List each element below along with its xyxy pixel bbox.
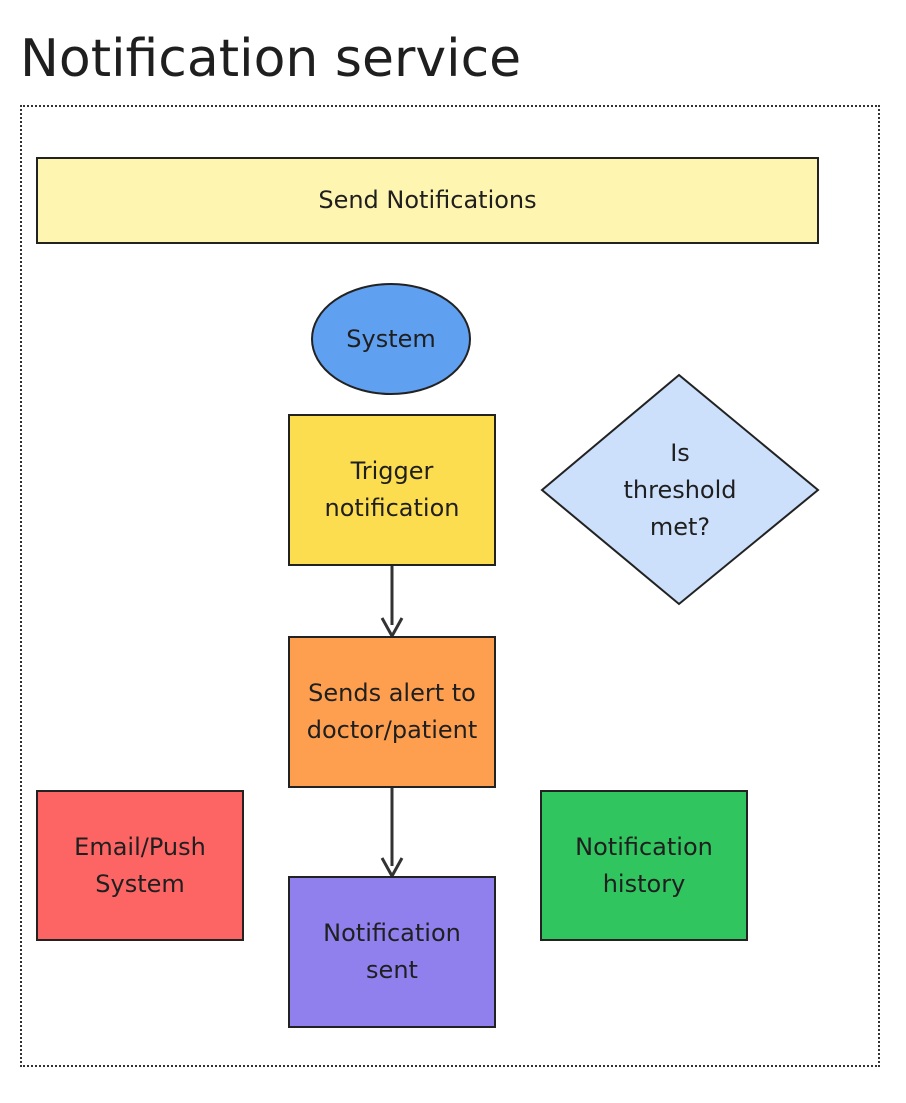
threshold-label-box: Is threshold met? bbox=[580, 420, 780, 560]
sends-line-2: doctor/patient bbox=[306, 716, 478, 744]
send-notifications-banner[interactable]: Send Notifications bbox=[36, 157, 819, 244]
sends-alert-node[interactable]: Sends alert to doctor/patient bbox=[288, 636, 496, 788]
system-label: System bbox=[346, 324, 436, 353]
email-line-1: Email/Push bbox=[74, 832, 206, 861]
sends-line-1: Sends alert to bbox=[308, 679, 476, 707]
diagram-frame bbox=[20, 105, 880, 1067]
email-push-system-node[interactable]: Email/Push System bbox=[36, 790, 244, 941]
email-line-2: System bbox=[95, 869, 185, 898]
threshold-line-3: met? bbox=[649, 512, 711, 541]
notification-history-node[interactable]: Notification history bbox=[540, 790, 748, 941]
trigger-line-2: notification bbox=[324, 494, 460, 522]
threshold-line-1: Is bbox=[670, 438, 690, 467]
system-label-box: System bbox=[312, 284, 470, 394]
sent-line-2: sent bbox=[366, 956, 418, 984]
history-line-2: history bbox=[602, 869, 686, 898]
sent-line-1: Notification bbox=[323, 919, 461, 947]
trigger-line-1: Trigger bbox=[350, 457, 434, 485]
notification-sent-node[interactable]: Notification sent bbox=[288, 876, 496, 1028]
threshold-decision-node[interactable] bbox=[540, 373, 820, 606]
threshold-line-2: threshold bbox=[623, 475, 737, 504]
system-node[interactable] bbox=[311, 283, 471, 395]
diagram-title: Notification service bbox=[20, 29, 522, 89]
trigger-notification-node[interactable]: Trigger notification bbox=[288, 414, 496, 566]
send-notifications-label: Send Notifications bbox=[318, 186, 537, 214]
history-line-1: Notification bbox=[575, 832, 713, 861]
